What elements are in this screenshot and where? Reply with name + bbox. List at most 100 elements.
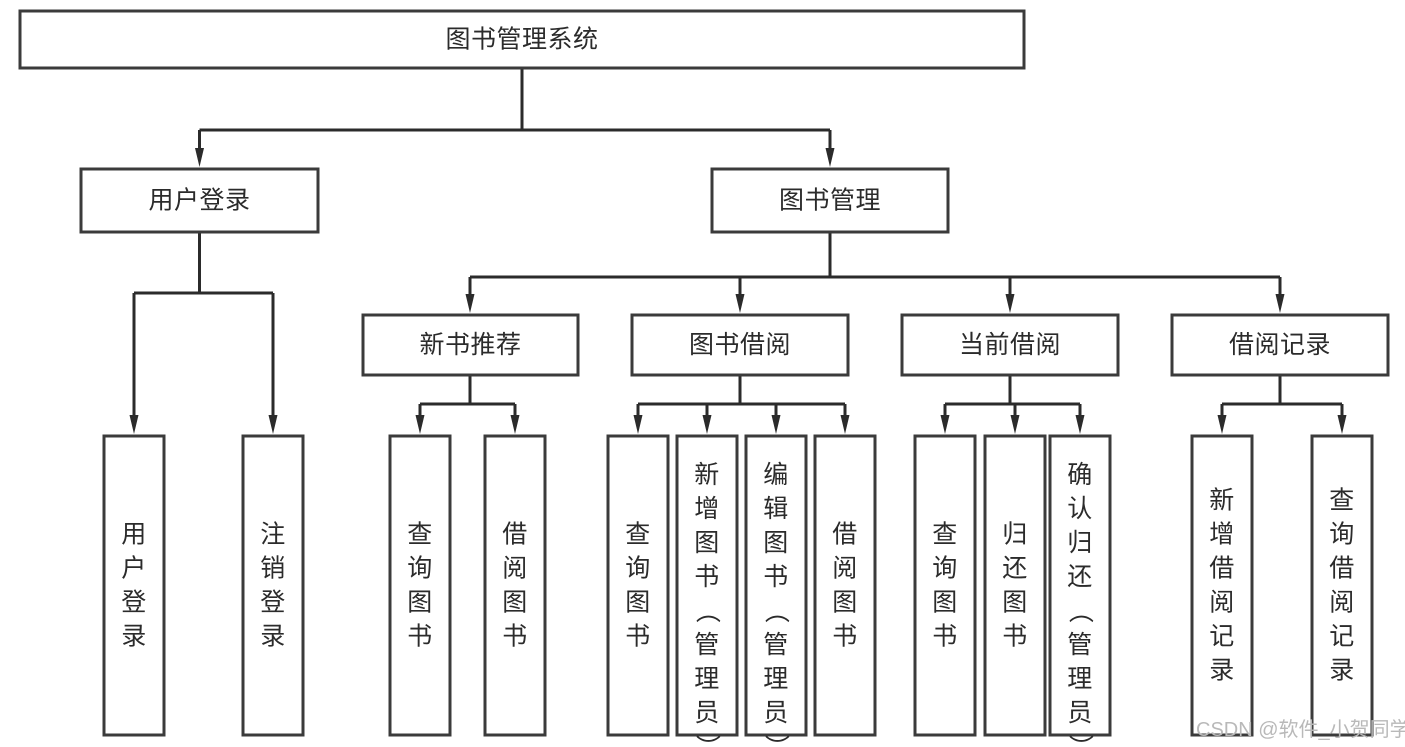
node-label-char-leaf-logout: 注 (260, 521, 286, 549)
arrow-head-arrow-c1 (940, 415, 950, 434)
node-label-char-leaf-borrow-book-recommend: 书 (502, 623, 528, 651)
node-label-char-leaf-borrow-book: 借 (832, 521, 858, 549)
node-label-char-leaf-query-book-current: 图 (932, 589, 958, 617)
node-label-char-leaf-logout: 销 (260, 555, 286, 583)
node-book-manage[interactable]: 图书管理 (710, 167, 950, 234)
node-box-leaf-user-login[interactable] (102, 434, 166, 737)
node-label-char-leaf-add-book: （ (693, 598, 721, 624)
node-box-leaf-logout[interactable] (241, 434, 305, 737)
node-box-user-login[interactable] (79, 167, 320, 234)
node-label-char-leaf-query-book-borrow: 书 (625, 623, 651, 651)
node-label-char-leaf-add-borrow-record: 增 (1209, 521, 1235, 549)
node-label-char-leaf-borrow-book-recommend: 借 (502, 521, 528, 549)
node-label-char-leaf-confirm-return: ） (1066, 734, 1094, 747)
node-label-char-leaf-add-book: 管 (694, 631, 720, 659)
node-label-borrow-record: 借阅记录 (1229, 331, 1331, 359)
node-box-root[interactable] (18, 9, 1026, 70)
node-box-leaf-query-book-recommend[interactable] (388, 434, 452, 737)
node-box-leaf-add-borrow-record[interactable] (1190, 434, 1254, 737)
node-label-char-leaf-edit-book: 员 (763, 699, 789, 727)
node-user-login[interactable]: 用户登录 (79, 167, 320, 234)
node-label-char-leaf-borrow-book-recommend: 阅 (502, 555, 528, 583)
node-label-char-leaf-edit-book: 编 (763, 461, 789, 489)
node-box-book-borrow[interactable] (630, 313, 850, 377)
node-label-char-leaf-borrow-book-recommend: 图 (502, 589, 528, 617)
node-label-char-leaf-edit-book: 图 (763, 529, 789, 557)
node-label-char-leaf-logout: 录 (260, 623, 286, 651)
node-label-char-leaf-query-book-current: 询 (932, 555, 958, 583)
node-box-current-borrow[interactable] (900, 313, 1120, 377)
node-label-char-leaf-add-book: 书 (694, 563, 720, 591)
node-label-char-leaf-add-book: 员 (694, 699, 720, 727)
node-borrow-record[interactable]: 借阅记录 (1170, 313, 1390, 377)
node-label-char-leaf-add-borrow-record: 阅 (1209, 589, 1235, 617)
node-label-book-manage: 图书管理 (779, 187, 881, 215)
node-label-char-leaf-query-book-recommend: 书 (407, 623, 433, 651)
node-label-char-leaf-return-book: 还 (1002, 555, 1028, 583)
node-label-char-leaf-edit-book: 辑 (763, 495, 789, 523)
node-label-char-leaf-add-borrow-record: 新 (1209, 487, 1235, 515)
node-label-char-leaf-query-book-borrow: 询 (625, 555, 651, 583)
node-root[interactable]: 图书管理系统 (18, 9, 1026, 70)
node-label-char-leaf-borrow-book: 阅 (832, 555, 858, 583)
node-label-char-leaf-confirm-return: （ (1066, 598, 1094, 624)
connector-layer (132, 68, 1344, 417)
node-box-leaf-edit-book[interactable] (744, 434, 808, 737)
node-label-new-book-recommend: 新书推荐 (419, 331, 521, 359)
node-label-current-borrow: 当前借阅 (959, 331, 1061, 359)
node-label-user-login: 用户登录 (148, 187, 250, 215)
node-new-book-recommend[interactable]: 新书推荐 (361, 313, 580, 377)
arrow-head-arrow-borrow-record (1275, 294, 1285, 313)
arrow-head-arrow-book-manage (825, 148, 835, 167)
node-label-char-leaf-user-login: 录 (121, 623, 147, 651)
node-label-char-leaf-confirm-return: 认 (1067, 495, 1093, 523)
csdn-watermark: CSDN @软件_小贺同学 (1196, 718, 1405, 741)
node-label-char-leaf-edit-book: ） (762, 734, 790, 747)
node-label-char-leaf-confirm-return: 理 (1067, 665, 1093, 693)
node-label-book-borrow: 图书借阅 (689, 331, 791, 359)
node-leaf-user-login[interactable]: 用户登录 (102, 434, 166, 737)
node-box-leaf-query-book-current[interactable] (913, 434, 977, 737)
node-label-char-leaf-add-borrow-record: 借 (1209, 555, 1235, 583)
node-box-leaf-add-book[interactable] (675, 434, 739, 737)
node-label-char-leaf-return-book: 归 (1002, 521, 1028, 549)
node-layer: 图书管理系统用户登录图书管理新书推荐图书借阅当前借阅借阅记录用户登录注销登录查询… (18, 9, 1390, 747)
node-box-book-manage[interactable] (710, 167, 950, 234)
node-box-leaf-query-borrow-record[interactable] (1310, 434, 1374, 737)
node-box-leaf-return-book[interactable] (983, 434, 1047, 737)
node-box-borrow-record[interactable] (1170, 313, 1390, 377)
node-box-new-book-recommend[interactable] (361, 313, 580, 377)
node-label-char-leaf-edit-book: （ (762, 598, 790, 624)
node-box-leaf-borrow-book-recommend[interactable] (483, 434, 547, 737)
node-current-borrow[interactable]: 当前借阅 (900, 313, 1120, 377)
arrow-head-arrow-q1 (415, 415, 425, 434)
node-label-char-leaf-query-book-borrow: 查 (625, 521, 651, 549)
arrow-head-arrow-b4 (840, 415, 850, 434)
node-box-leaf-query-book-borrow[interactable] (606, 434, 670, 737)
node-book-borrow[interactable]: 图书借阅 (630, 313, 850, 377)
arrow-head-arrow-b1 (633, 415, 643, 434)
node-label-char-leaf-borrow-book: 图 (832, 589, 858, 617)
node-label-char-leaf-add-book: 新 (694, 461, 720, 489)
node-label-char-leaf-return-book: 书 (1002, 623, 1028, 651)
node-box-leaf-confirm-return[interactable] (1048, 434, 1112, 737)
node-label-char-leaf-query-book-current: 查 (932, 521, 958, 549)
node-label-char-leaf-add-book: ） (693, 734, 721, 747)
node-label-char-leaf-user-login: 用 (121, 521, 147, 549)
node-box-leaf-borrow-book[interactable] (813, 434, 877, 737)
node-label-char-leaf-query-book-recommend: 询 (407, 555, 433, 583)
node-label-char-leaf-add-book: 增 (694, 495, 720, 523)
